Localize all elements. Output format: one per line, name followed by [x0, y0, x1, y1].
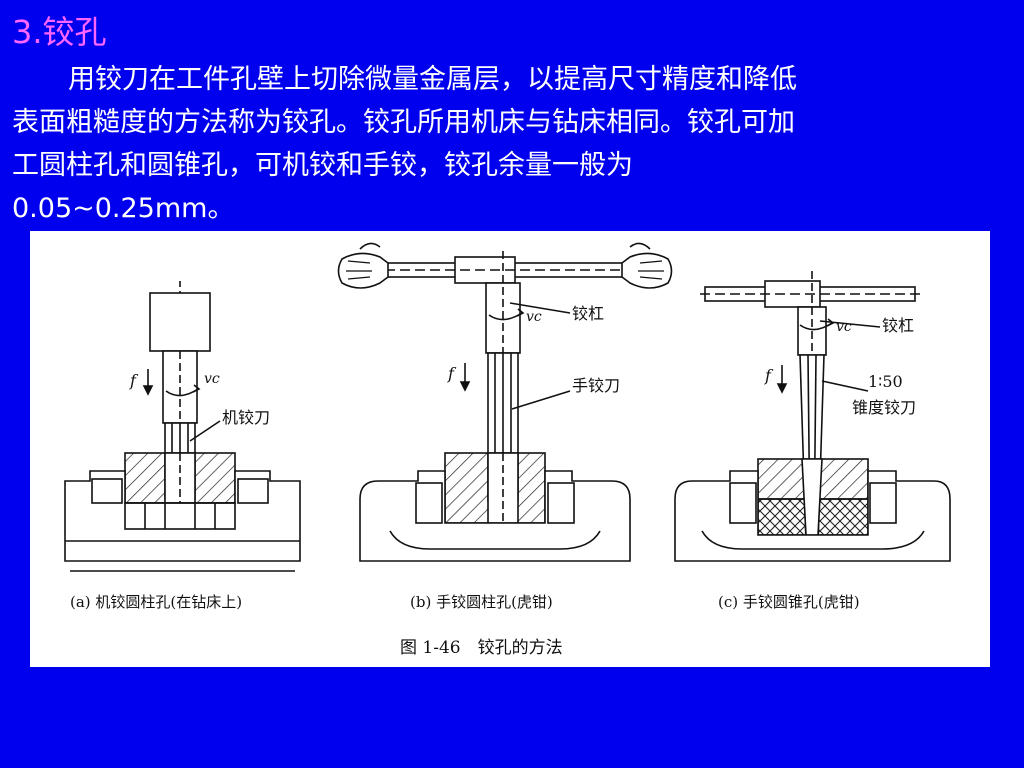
panel-c-caption: (c) 手铰圆锥孔(虎钳): [718, 593, 860, 611]
panel-a-caption: (a) 机铰圆柱孔(在钻床上): [70, 593, 242, 611]
panel-a-machine-reaming: [64, 281, 301, 572]
reaming-diagram: f vc 机铰刀 (a) 机铰圆柱孔(在钻床上): [64, 242, 951, 658]
panel-c-speed-label: vc: [836, 319, 852, 335]
paragraph-line-4: 0.05~0.25mm。: [12, 193, 235, 224]
paragraph-line-3: 工圆柱孔和圆锥孔，可机铰和手铰，铰孔余量一般为: [12, 150, 633, 181]
paragraph-line-2: 表面粗糙度的方法称为铰孔。铰孔所用机床与钻床相同。铰孔可加: [12, 107, 795, 138]
panel-b-hand-reaming: [337, 242, 673, 562]
vise-a: [64, 470, 301, 562]
vise-b: [359, 470, 631, 562]
spindle-chuck: [149, 292, 211, 352]
panel-a-feed-label: f: [129, 371, 139, 390]
panel-b-feed-label: f: [447, 364, 457, 383]
slide-title: 3.铰孔: [12, 13, 107, 51]
body-paragraph: 用铰刀在工件孔壁上切除微量金属层，以提高尺寸精度和降低 表面粗糙度的方法称为铰孔…: [12, 58, 1012, 230]
panel-c-feed-label: f: [764, 366, 774, 385]
panel-b-bar-label: 铰杠: [572, 304, 604, 323]
reaming-figure: f vc 机铰刀 (a) 机铰圆柱孔(在钻床上): [30, 231, 990, 667]
vise-c: [674, 470, 951, 562]
panel-b-caption: (b) 手铰圆柱孔(虎钳): [410, 593, 553, 611]
panel-c-bar-label: 铰杠: [882, 316, 914, 335]
panel-c-taper-label: 1∶50: [868, 372, 903, 391]
panel-b-speed-label: vc: [526, 309, 542, 325]
panel-b-tool-label: 手铰刀: [572, 376, 620, 395]
paragraph-line-1: 用铰刀在工件孔壁上切除微量金属层，以提高尺寸精度和降低: [68, 64, 797, 95]
panel-a-tool-label: 机铰刀: [222, 408, 270, 427]
panel-a-speed-label: vc: [204, 371, 220, 387]
figure-caption: 图 1-46 铰孔的方法: [400, 638, 563, 658]
panel-c-taper-reaming: [674, 271, 951, 562]
panel-c-tool-label: 锥度铰刀: [852, 398, 916, 417]
